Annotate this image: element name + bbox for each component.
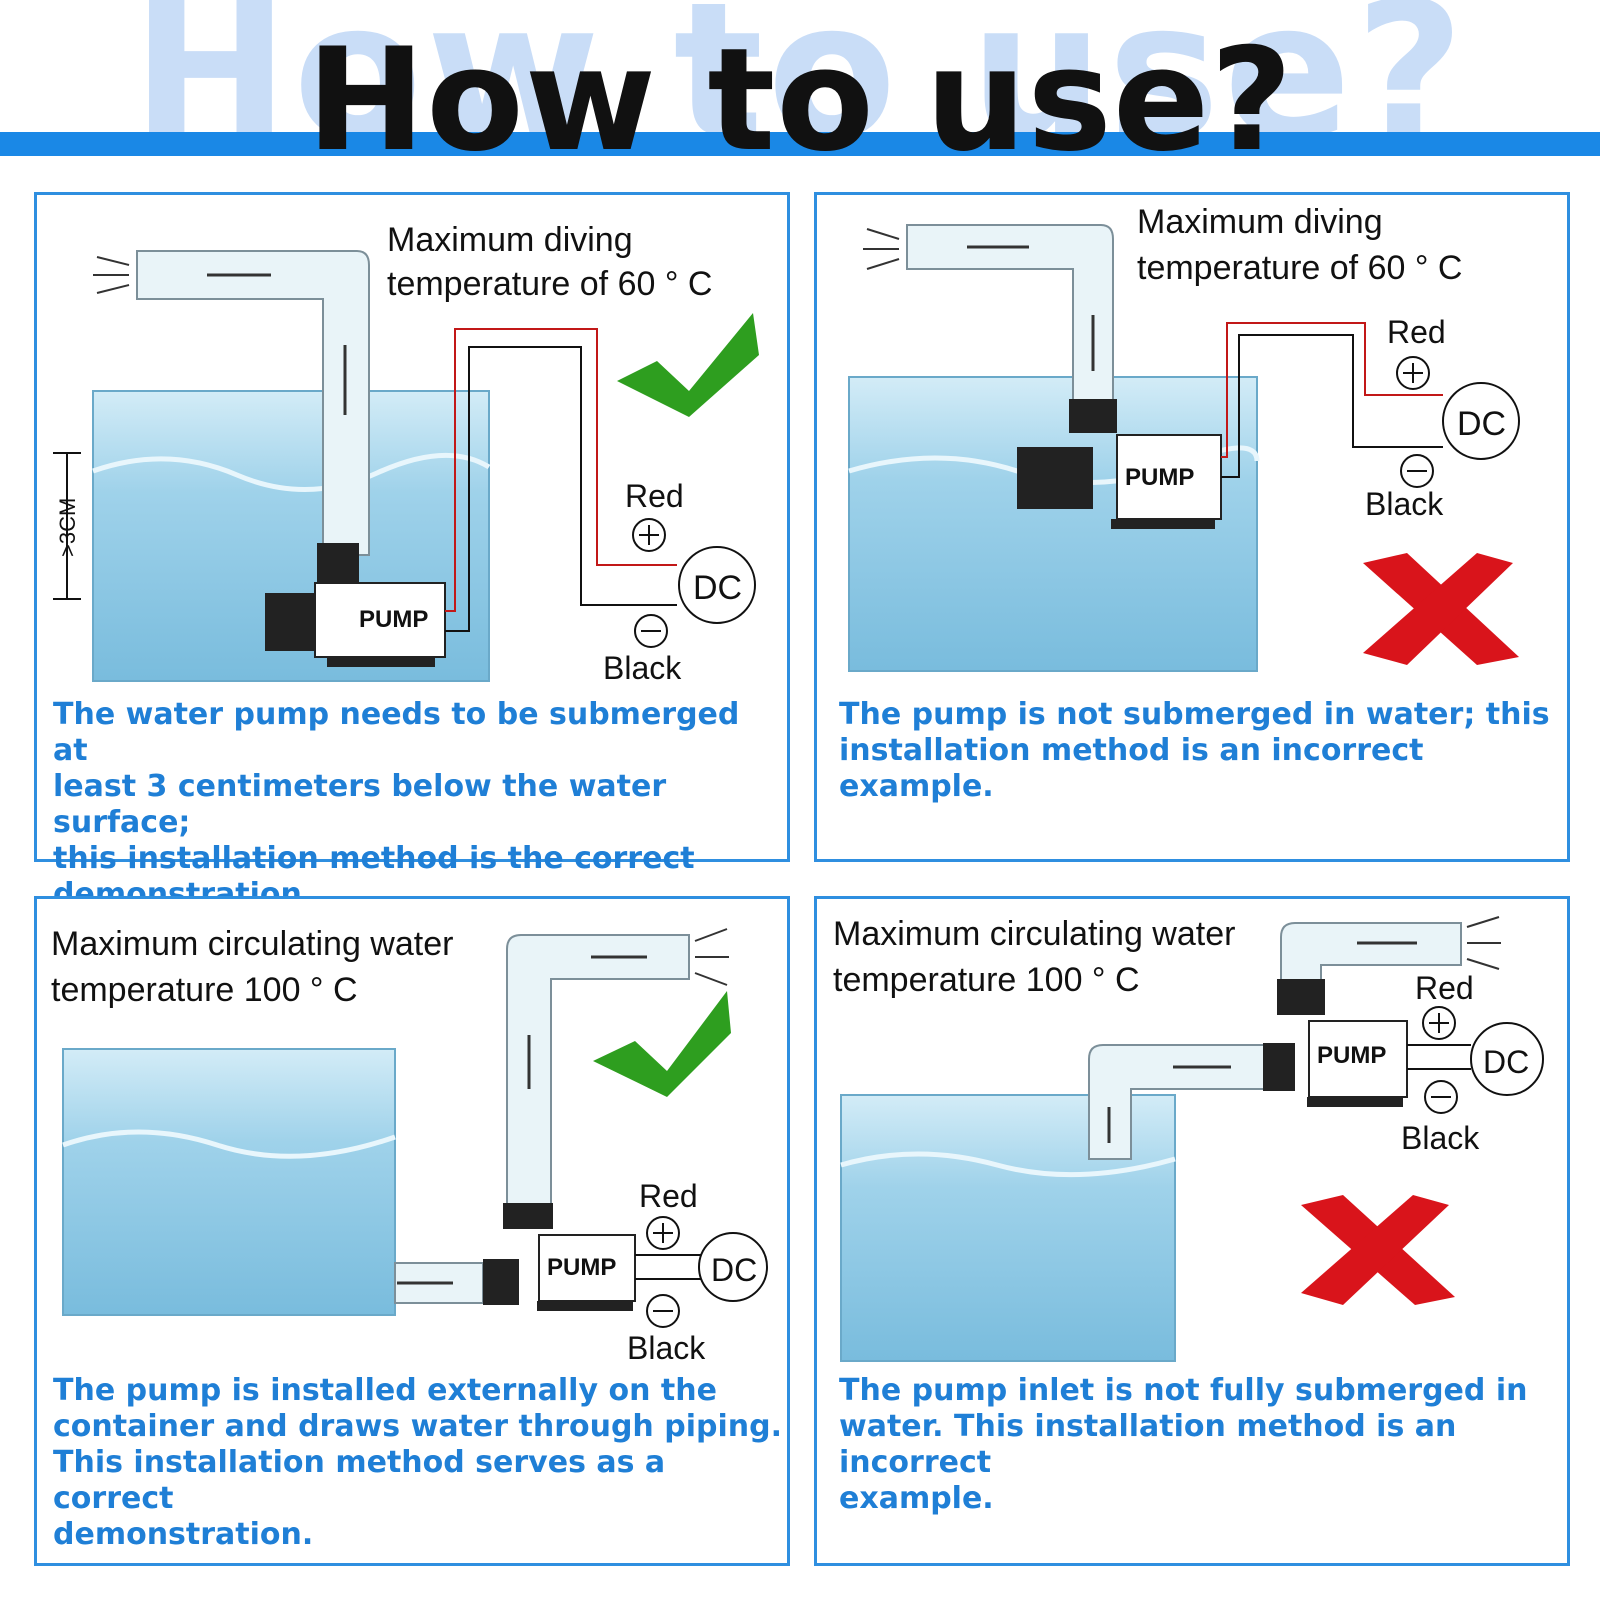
pipe-connector (1263, 1043, 1295, 1091)
plus-icon (1396, 356, 1430, 390)
red-wire (1221, 322, 1443, 458)
inlet-pipe (1088, 1044, 1266, 1160)
pipe-connector (1277, 979, 1325, 1015)
diagram-submerged: PUMP >3CM DC Red Black Maximum diving te… (53, 221, 759, 686)
pump-label: PUMP (547, 1254, 616, 1281)
dc-label: DC (711, 1252, 757, 1288)
black-label: Black (1401, 1120, 1480, 1156)
spray-icon (863, 228, 900, 270)
minus-icon (1400, 454, 1434, 488)
dc-label: DC (1457, 405, 1506, 443)
cross-icon (1363, 553, 1519, 665)
minus-icon (646, 1294, 680, 1328)
plus-icon (1422, 1006, 1456, 1040)
dc-power-icon (1470, 1022, 1544, 1096)
panel-correct-submerged: PUMP >3CM DC Red Black Maximum diving te… (34, 192, 790, 912)
dc-label: DC (693, 569, 742, 607)
temperature-line-1: Maximum circulating water (51, 925, 453, 963)
pump-body (314, 582, 446, 658)
black-label: Black (1365, 486, 1444, 522)
dc-power-icon (698, 1232, 768, 1302)
red-label: Red (639, 1178, 698, 1214)
water-wave (62, 1129, 396, 1159)
red-label: Red (1387, 314, 1446, 350)
pump-inlet (1017, 447, 1093, 509)
pipe-connector (503, 1203, 553, 1229)
pump-feet (537, 1301, 633, 1311)
pump-body (1116, 434, 1222, 520)
dc-power-icon (678, 546, 756, 624)
black-label: Black (603, 650, 682, 686)
panel-correct-external: PUMP DC Red Black Maximum circulating wa… (34, 896, 790, 1566)
temperature-line-2: temperature of 60 ° C (1137, 249, 1462, 287)
title-band (0, 132, 1600, 156)
minus-icon (634, 614, 668, 648)
pump-body (1308, 1020, 1408, 1098)
pipe-connector (1069, 399, 1117, 433)
water-tank (62, 1048, 396, 1316)
black-wire (445, 346, 677, 632)
outlet-pipe (906, 224, 1114, 404)
diagram-not-submerged: PUMP DC Red Black Maximum diving tempera… (848, 203, 1520, 672)
pipe-connector (317, 543, 359, 587)
caption: The pump inlet is not fully submerged in… (839, 1373, 1528, 1516)
pump-inlet (265, 593, 315, 651)
plus-icon (646, 1216, 680, 1250)
dc-label: DC (1483, 1044, 1529, 1080)
diagram-external: PUMP DC Red Black Maximum circulating wa… (51, 925, 768, 1366)
red-wire (445, 328, 677, 612)
outlet-pipe (506, 934, 690, 1210)
depth-marker (53, 452, 81, 600)
temperature-line-2: temperature 100 ° C (51, 971, 358, 1009)
caption: The pump is not submerged in water; this… (839, 697, 1550, 804)
caption: The water pump needs to be submerged at … (53, 697, 740, 912)
outlet-pipe (136, 250, 370, 556)
water-wave (92, 452, 491, 492)
panel-incorrect-not-submerged: PUMP DC Red Black Maximum diving tempera… (814, 192, 1570, 862)
pump-label: PUMP (1317, 1042, 1386, 1069)
depth-label: >3CM (55, 498, 80, 557)
check-icon (593, 991, 731, 1097)
temperature-line-1: Maximum circulating water (833, 915, 1235, 953)
pump-label: PUMP (1125, 464, 1194, 491)
pump-body (538, 1234, 636, 1302)
red-label: Red (1415, 970, 1474, 1006)
page-title: How to use? (306, 18, 1294, 183)
check-icon (617, 313, 759, 417)
pump-feet (327, 657, 435, 667)
pipe-connector (483, 1259, 519, 1305)
dc-power-icon (1442, 382, 1520, 460)
black-wire (1221, 334, 1443, 478)
panel-incorrect-inlet: PUMP DC Red Black Maximum circulating wa… (814, 896, 1570, 1566)
temperature-line-2: temperature 100 ° C (833, 961, 1140, 999)
black-label: Black (627, 1330, 706, 1366)
pump-feet (1111, 519, 1215, 529)
water-wave (840, 1151, 1176, 1178)
spray-icon (1466, 916, 1501, 970)
caption: The pump is installed externally on the … (53, 1373, 782, 1552)
spray-icon (93, 256, 130, 294)
red-label: Red (625, 478, 684, 514)
temperature-line-2: temperature of 60 ° C (387, 265, 712, 303)
temperature-line-1: Maximum diving (1137, 203, 1383, 241)
outlet-pipe (1280, 922, 1462, 982)
temperature-line-1: Maximum diving (387, 221, 633, 259)
cross-icon (1301, 1195, 1455, 1305)
spray-icon (694, 928, 729, 986)
plus-icon (632, 518, 666, 552)
pump-feet (1307, 1097, 1403, 1107)
diagram-inlet-not-submerged: PUMP DC Red Black Maximum circulating wa… (833, 915, 1544, 1362)
minus-icon (1424, 1080, 1458, 1114)
pump-label: PUMP (359, 606, 428, 633)
